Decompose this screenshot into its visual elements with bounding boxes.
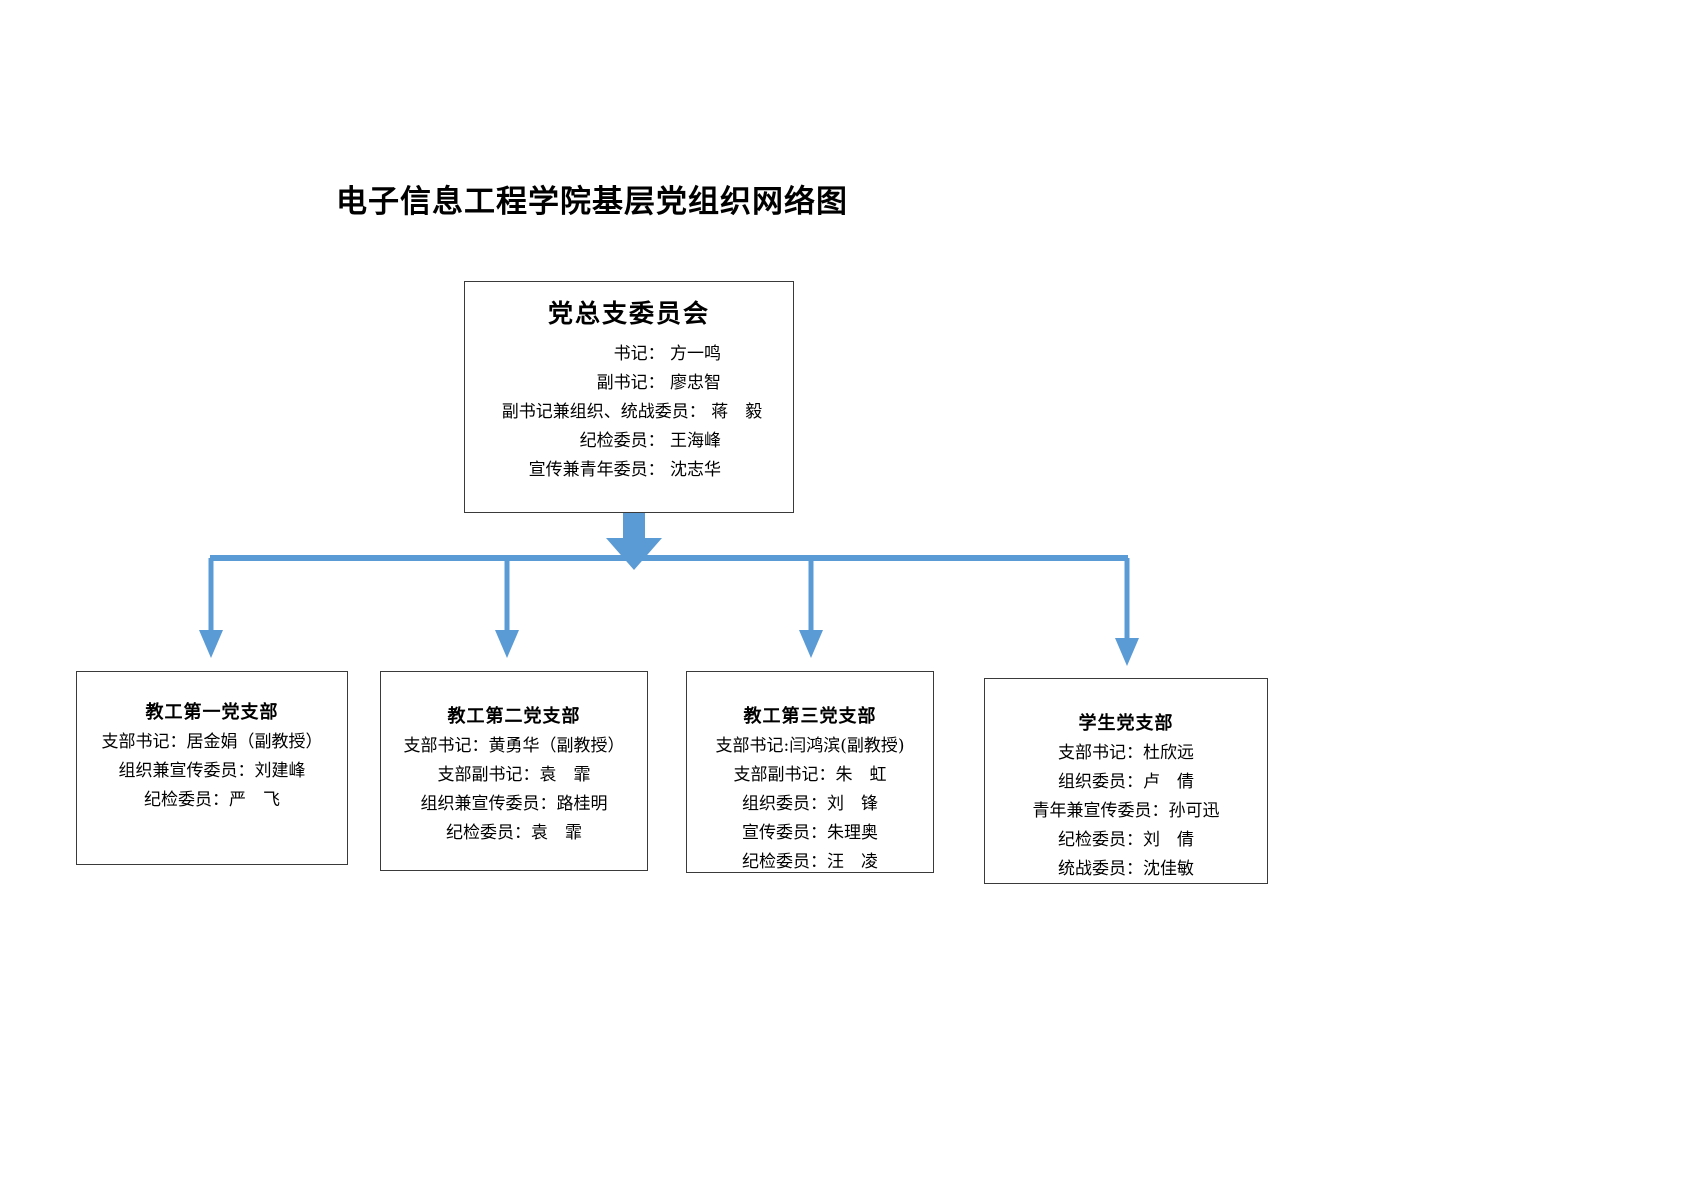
node-line: 支部副书记：朱 虹 [733,765,887,785]
node-title: 教工第一党支部 [145,702,279,723]
node-line-deputy-org-united-front: 副书记兼组织、统战委员： 蒋 毅 [501,402,763,422]
drop-line-2 [495,558,519,658]
node-line: 支部书记：杜欣远 [1058,743,1194,763]
node-title: 教工第三党支部 [743,706,877,727]
node-line: 青年兼宣传委员：孙可迅 [1032,801,1220,821]
node-faculty-branch-3[interactable]: 教工第三党支部 支部书记:闫鸿滨(副教授) 支部副书记：朱 虹 组织委员：刘 锋… [686,671,934,873]
node-line: 支部副书记：袁 霏 [437,765,591,785]
node-faculty-branch-2[interactable]: 教工第二党支部 支部书记：黄勇华（副教授） 支部副书记：袁 霏 组织兼宣传委员：… [380,671,648,871]
node-line-deputy-secretary: 副书记： 廖忠智 [596,373,721,393]
node-line-secretary: 书记： 方一鸣 [613,344,721,364]
node-line-discipline: 纪检委员： 王海峰 [579,431,721,451]
node-line: 纪检委员：汪 凌 [742,852,878,872]
node-line: 组织兼宣传委员：刘建峰 [118,761,306,781]
node-line: 支部书记：黄勇华（副教授） [403,736,625,756]
node-line: 组织委员：卢 倩 [1058,772,1194,792]
drop-line-1 [199,558,223,658]
root-down-arrow [606,513,662,570]
node-title: 教工第二党支部 [447,706,581,727]
node-line: 组织兼宣传委员：路桂明 [420,794,608,814]
drop-line-4 [1115,558,1139,666]
node-line-propaganda-youth: 宣传兼青年委员： 沈志华 [528,460,721,480]
node-party-general-branch-committee[interactable]: 党总支委员会 书记： 方一鸣 副书记： 廖忠智 副书记兼组织、统战委员： 蒋 毅… [464,281,794,513]
node-line: 纪检委员：袁 霏 [446,823,582,843]
node-line: 纪检委员：刘 倩 [1058,830,1194,850]
node-title: 学生党支部 [1078,713,1174,734]
node-line: 统战委员：沈佳敏 [1058,859,1194,879]
node-faculty-branch-1[interactable]: 教工第一党支部 支部书记：居金娟（副教授） 组织兼宣传委员：刘建峰 纪检委员：严… [76,671,348,865]
node-line: 支部书记：居金娟（副教授） [101,732,323,752]
node-line: 纪检委员：严 飞 [144,790,280,810]
drop-line-3 [799,558,823,658]
node-title: 党总支委员会 [547,299,710,328]
node-line: 支部书记:闫鸿滨(副教授) [715,736,905,756]
page-title: 电子信息工程学院基层党组织网络图 [336,184,848,220]
node-line: 组织委员：刘 锋 [742,794,878,814]
node-line: 宣传委员：朱理奥 [742,823,878,843]
node-student-branch[interactable]: 学生党支部 支部书记：杜欣远 组织委员：卢 倩 青年兼宣传委员：孙可迅 纪检委员… [984,678,1268,884]
